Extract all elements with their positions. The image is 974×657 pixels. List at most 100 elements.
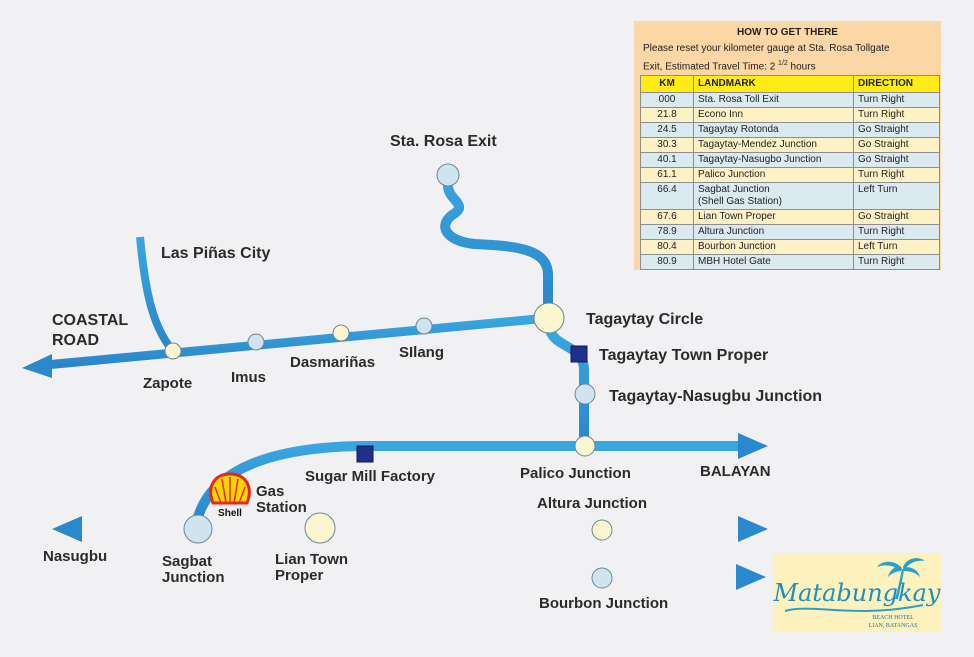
arrow-coastal-road [22, 354, 52, 378]
directions-row: 67.6 Lian Town Proper Go Straight [640, 209, 940, 226]
panel-line-2-prefix: Exit, Estimated Travel Time: 2 [643, 61, 779, 73]
label-tagaytay-circle: Tagaytay Circle [586, 311, 703, 328]
label-gas-1: Gas [256, 483, 284, 500]
node-bourbon [591, 567, 613, 589]
panel-line-1: Please reset your kilometer gauge at Sta… [643, 43, 890, 54]
hotel-logo-graphic: Matabungkay BEACH HOTEL LIAN, BATANGAS [773, 558, 941, 629]
road-las-pinas [136, 236, 176, 353]
label-nasugbu: Nasugbu [43, 548, 107, 565]
node-sagbat [183, 514, 213, 544]
arrow-nasugbu [52, 516, 82, 542]
arrow-bourbon-east [736, 564, 766, 590]
shell-text: Shell [218, 508, 242, 519]
cell-landmark-text: Sta. Rosa Toll Exit [698, 94, 779, 106]
label-gas-2: Station [256, 499, 307, 516]
label-bourbon: Bourbon Junction [539, 595, 668, 612]
cell-direction: Go Straight [853, 209, 940, 226]
cell-landmark: Econo Inn [693, 107, 854, 124]
cell-landmark: Palico Junction [693, 167, 854, 184]
cell-direction: Turn Right [853, 224, 940, 241]
cell-landmark-text: Altura Junction [698, 226, 765, 238]
cell-km: 78.9 [640, 224, 694, 241]
cell-km: 80.9 [640, 254, 694, 271]
place-labels: Sta. Rosa Exit Las Piñas City COASTAL RO… [43, 133, 822, 612]
logo-line-2: LIAN, BATANGAS [869, 623, 918, 629]
label-tagaytay-nasugbu: Tagaytay-Nasugbu Junction [609, 388, 822, 405]
node-palico [574, 435, 596, 457]
label-imus: Imus [231, 369, 266, 386]
label-coastal-1: COASTAL [52, 312, 128, 329]
label-las-pinas: Las Piñas City [161, 245, 270, 262]
cell-km: 67.6 [640, 209, 694, 226]
logo-line-1: BEACH HOTEL [872, 615, 914, 621]
label-sta-rosa-exit: Sta. Rosa Exit [390, 133, 497, 150]
road-sta-rosa-to-tagaytay [440, 172, 553, 310]
cell-landmark: Sta. Rosa Toll Exit [693, 92, 854, 109]
cell-direction: Go Straight [853, 152, 940, 169]
logo-name: Matabungkay [773, 579, 941, 607]
cell-landmark-text: Lian Town Proper [698, 211, 776, 223]
cell-landmark-text: Sagbat Junction [698, 184, 770, 196]
node-imus [247, 333, 265, 351]
road-arrows [22, 354, 768, 590]
header-landmark: LANDMARK [693, 75, 854, 94]
label-dasmarinas: Dasmariñas [290, 354, 375, 371]
label-altura: Altura Junction [537, 495, 647, 512]
cell-landmark-text: Tagaytay-Mendez Junction [698, 139, 817, 151]
arrow-balayan [738, 433, 768, 459]
cell-km: 80.4 [640, 239, 694, 256]
junction-nodes [164, 163, 613, 589]
road-coastal [44, 313, 549, 370]
cell-km: 66.4 [640, 182, 694, 211]
cell-landmark-text: Tagaytay-Nasugbo Junction [698, 154, 822, 166]
cell-landmark: Tagaytay-Nasugbo Junction [693, 152, 854, 169]
cell-km: 24.5 [640, 122, 694, 139]
shell-logo-icon: Shell [209, 472, 251, 519]
cell-landmark: Tagaytay Rotonda [693, 122, 854, 139]
cell-direction: Left Turn [853, 239, 940, 256]
cell-landmark-text: Econo Inn [698, 109, 744, 121]
header-km: KM [640, 75, 694, 94]
cell-km: 30.3 [640, 137, 694, 154]
cell-landmark: Altura Junction [693, 224, 854, 241]
label-sagbat-1: Sagbat [162, 553, 212, 570]
label-sagbat-2: Junction [162, 569, 225, 586]
label-zapote: Zapote [143, 375, 192, 392]
cell-km: 61.1 [640, 167, 694, 184]
header-direction: DIRECTION [853, 75, 940, 94]
landmark-tagaytay-town [570, 345, 588, 363]
landmark-sugar-mill [356, 445, 374, 463]
directions-row: 61.1 Palico Junction Turn Right [640, 167, 940, 184]
panel-title: HOW TO GET THERE [737, 27, 838, 38]
cell-landmark-text: Palico Junction [698, 169, 766, 181]
cell-direction: Turn Right [853, 92, 940, 109]
cell-direction: Turn Right [853, 254, 940, 271]
palm-tree-icon [877, 558, 925, 599]
node-zapote [164, 342, 182, 360]
cell-landmark: Tagaytay-Mendez Junction [693, 137, 854, 154]
road-palico-balayan [191, 441, 745, 527]
cell-landmark-text: MBH Hotel Gate [698, 256, 771, 268]
cell-direction: Turn Right [853, 107, 940, 124]
node-silang [415, 317, 433, 335]
cell-landmark: Bourbon Junction [693, 239, 854, 256]
panel-line-2: Exit, Estimated Travel Time: 2 1/2 hours [643, 56, 937, 74]
cell-landmark: MBH Hotel Gate [693, 254, 854, 271]
cell-direction: Go Straight [853, 137, 940, 154]
directions-table: KM LANDMARK DIRECTION 000 Sta. Rosa Toll … [640, 75, 940, 271]
cell-direction: Turn Right [853, 167, 940, 184]
cell-direction: Go Straight [853, 122, 940, 139]
hotel-logo: Matabungkay BEACH HOTEL LIAN, BATANGAS [773, 553, 941, 632]
cell-km: 000 [640, 92, 694, 109]
directions-panel: HOW TO GET THERE Please reset your kilom… [634, 21, 941, 271]
label-tagaytay-town: Tagaytay Town Proper [599, 347, 768, 364]
label-silang: SIlang [399, 344, 444, 361]
label-palico: Palico Junction [520, 465, 631, 482]
node-lian [304, 512, 336, 544]
